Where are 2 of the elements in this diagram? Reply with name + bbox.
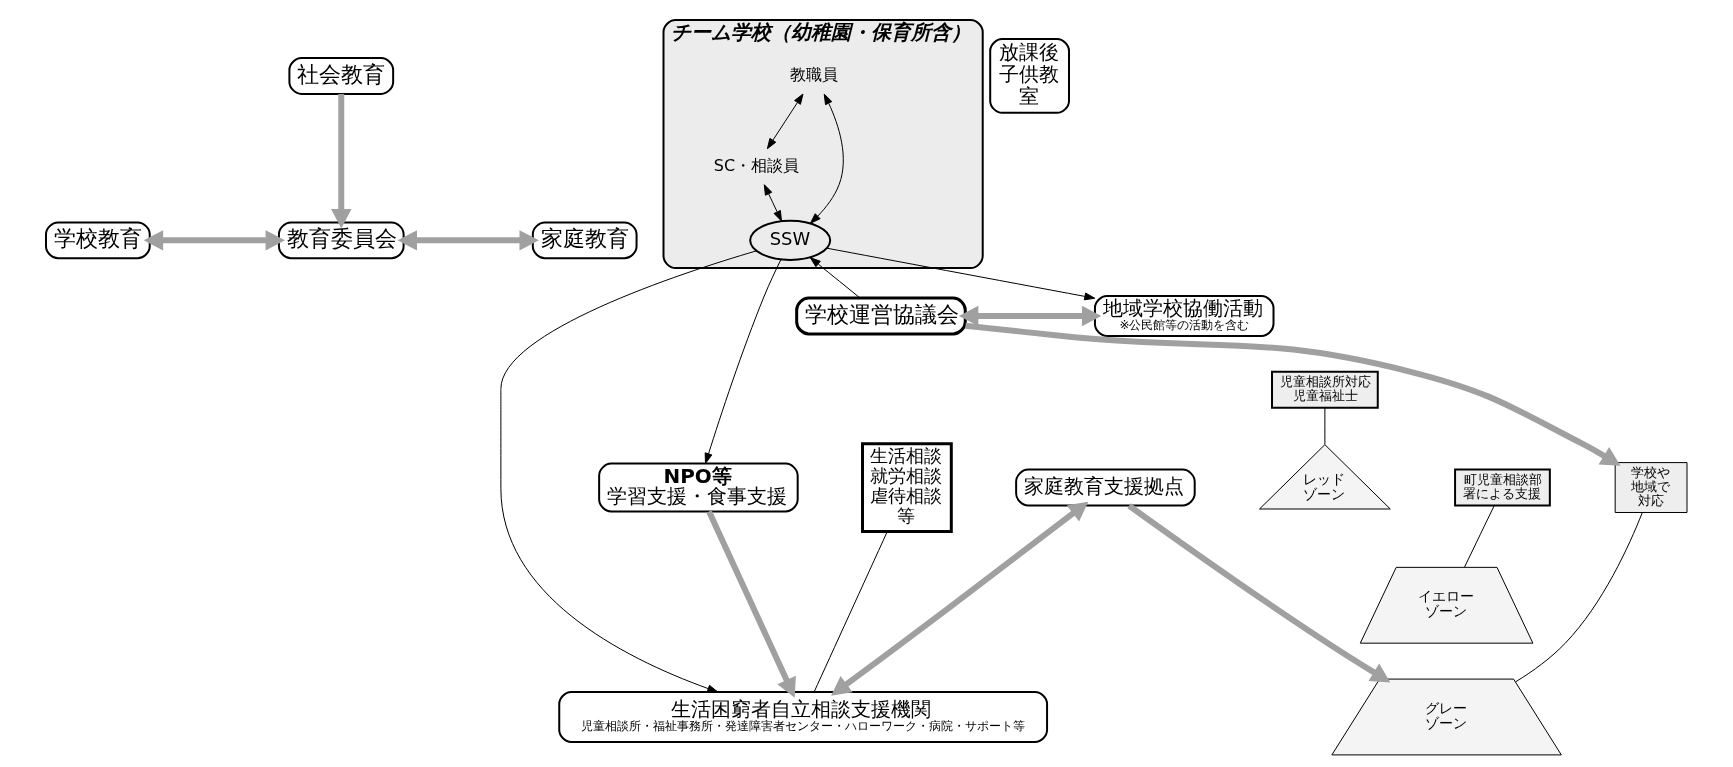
node-text: SC・相談員 bbox=[713, 155, 800, 175]
node-text: 教職員 bbox=[790, 64, 839, 84]
